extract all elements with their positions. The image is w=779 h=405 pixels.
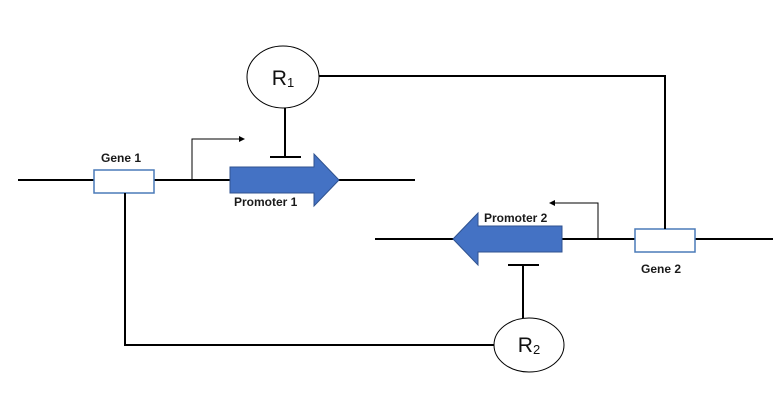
r1-inhibition-bar xyxy=(270,108,301,158)
gene-1-box xyxy=(93,169,155,194)
transcription-start-arrow-2 xyxy=(549,200,599,239)
promoter-1-arrow xyxy=(229,152,340,208)
repressor-r2-label: R2 xyxy=(518,334,540,357)
gene-1-to-r2-link xyxy=(124,193,494,346)
repressor-r1-label: R1 xyxy=(272,67,294,90)
promoter-2-label: Promoter 2 xyxy=(484,211,548,225)
transcription-start-arrow-1 xyxy=(191,136,245,180)
gene-2-box xyxy=(634,228,696,253)
gene-2-label: Gene 2 xyxy=(641,262,681,276)
gene-1-label: Gene 1 xyxy=(101,151,141,165)
promoter-2-arrow xyxy=(452,211,563,267)
promoter-1-label: Promoter 1 xyxy=(234,195,298,209)
gene-2-to-r1-link xyxy=(319,75,666,229)
r2-inhibition-bar xyxy=(508,264,539,318)
